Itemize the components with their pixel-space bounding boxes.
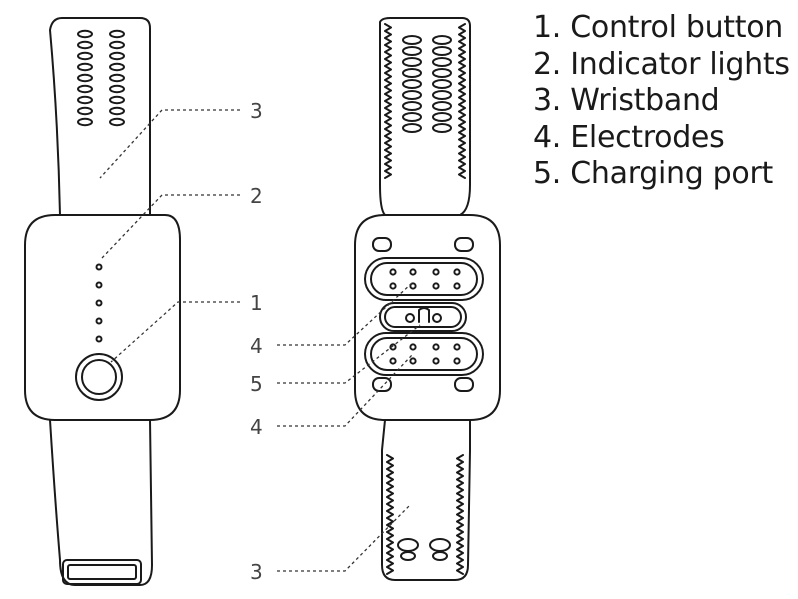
strap-hole [432,101,452,111]
legend: 1. Control button 2. Indicator lights 3.… [533,10,790,193]
strap-hole [432,35,452,45]
back-body [354,214,501,421]
strap-hole [109,106,125,116]
strap-hole [77,117,93,127]
strap-hole [109,40,125,50]
strap-hole [402,79,422,89]
legend-item: 1. Control button [533,10,783,45]
strap-hole [432,68,452,78]
serration-edge [386,454,394,575]
serration-edge [456,454,464,575]
electrode-contact [432,343,440,351]
callout-wristband-front: 3 [250,99,263,123]
electrode-contact [453,282,461,290]
legend-item: 4. Electrodes [533,119,725,155]
back-top-wristband [379,17,471,216]
strap-hole [402,68,422,78]
strap-hole [109,51,125,61]
callout-electrode-bottom: 4 [250,415,263,439]
control-button [75,353,123,401]
strap-hole [402,90,422,100]
strap-hole [77,84,93,94]
strap-hole [77,73,93,83]
front-strap-holes [77,29,125,127]
electrode-contact [409,343,417,351]
strap-hole [77,29,93,39]
strap-hole [77,40,93,50]
back-strap-holes [402,35,452,133]
strap-hole [77,51,93,61]
strap-hole [432,46,452,56]
strap-hole [109,29,125,39]
strap-hole [402,46,422,56]
callout-charging-port: 5 [250,372,263,396]
strap-hole [109,73,125,83]
strap-hole [402,35,422,45]
strap-hole [402,123,422,133]
electrode-contact [389,268,397,276]
strap-hole [77,95,93,105]
strap-hole [109,95,125,105]
front-body [24,214,181,421]
legend-item: 3. Wristband [533,83,720,118]
strap-hole [402,57,422,67]
electrode-contact [453,268,461,276]
callout-wristband-back: 3 [250,560,263,584]
callout-button: 1 [250,291,263,315]
callout-numbers: 3 2 1 4 5 4 3 [250,99,263,584]
electrode-contact [432,282,440,290]
serration-edge [384,23,392,179]
callout-electrode-top: 4 [250,334,263,358]
electrode-top [364,257,484,301]
strap-hole [432,112,452,122]
legend-item: 5. Charging port [533,156,773,191]
strap-hole [432,57,452,67]
electrode-contact [409,268,417,276]
back-strap-serrations [384,23,466,179]
strap-hole [77,106,93,116]
front-top-wristband [49,17,151,216]
legend-item: 2. Indicator lights [533,46,790,82]
strap-hole [109,84,125,94]
electrode-contact [453,357,461,365]
strap-hole [432,123,452,133]
callout-indicator: 2 [250,184,263,208]
strap-hole [432,90,452,100]
electrode-contact [432,357,440,365]
front-buckle [62,559,142,585]
electrode-bottom [364,332,484,376]
charging-port [379,302,467,332]
strap-hole [109,62,125,72]
electrode-contact [409,357,417,365]
indicator-lights [95,263,103,343]
electrode-contact [432,268,440,276]
leader-lines [99,109,421,572]
back-bottom-wristband [381,419,471,581]
strap-hole [402,112,422,122]
electrode-contact [389,343,397,351]
electrode-contact [389,282,397,290]
back-view [354,17,501,581]
strap-pins [397,538,451,561]
strap-hole [77,62,93,72]
strap-hole [109,117,125,127]
front-view [24,17,181,586]
electrode-contact [453,343,461,351]
strap-hole [402,101,422,111]
back-strap-serrations-bottom [386,454,464,575]
strap-hole [432,79,452,89]
serration-edge [458,23,466,179]
electrode-contact [389,357,397,365]
electrode-contact [409,282,417,290]
